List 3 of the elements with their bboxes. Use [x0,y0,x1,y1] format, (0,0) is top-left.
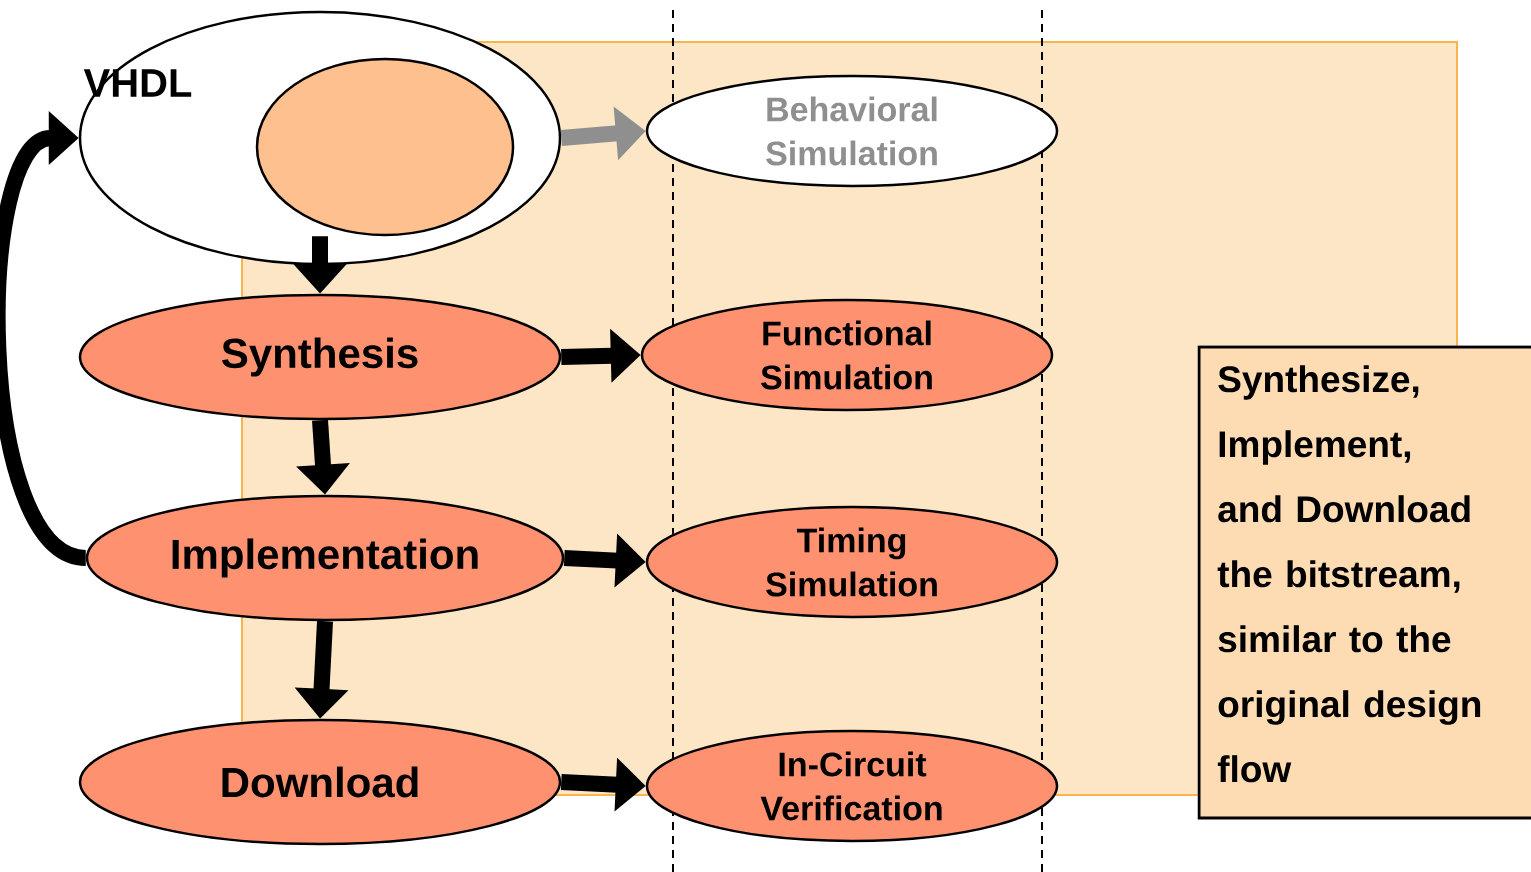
core-ellipse [255,57,515,237]
arrow [0,111,89,566]
note-box: Synthesize, Implement, and Download the bitstream, similar to the original design flow [1197,345,1531,820]
